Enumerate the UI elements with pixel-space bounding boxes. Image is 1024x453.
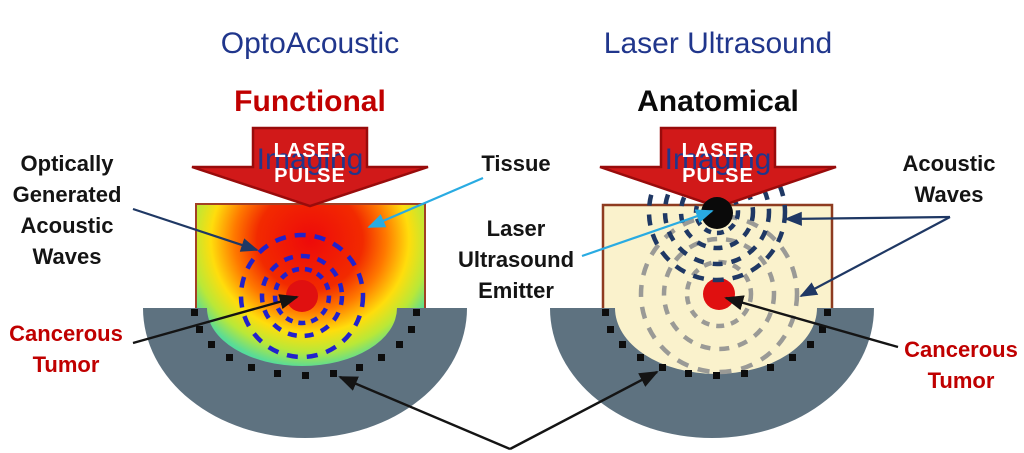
pointer-detectors-right	[509, 370, 659, 451]
detector-element	[659, 364, 666, 371]
pointer-acoustic-waves-lower	[799, 216, 951, 297]
pointer-optically-generated-waves	[132, 207, 259, 252]
title-left-line1: OptoAcoustic	[220, 27, 400, 60]
detector-element	[824, 309, 831, 316]
wavefront-circle	[272, 266, 332, 326]
laser-pulse-text-left: LASER PULSE	[273, 140, 347, 187]
detector-element	[685, 370, 692, 377]
detector-element	[356, 364, 363, 371]
laser-pulse-arrow-right	[599, 126, 837, 209]
title-right: Laser Ultrasound Anatomical Imaging	[604, 6, 832, 198]
detector-array-left	[191, 309, 420, 379]
laser-pulse-text-right: LASER PULSE	[681, 140, 755, 187]
title-left-line2: Functional	[234, 85, 386, 118]
label-optically-generated-acoustic-waves: Optically Generated Acoustic Waves	[12, 151, 122, 269]
cancerous-tumor-right	[703, 278, 735, 310]
detector-element	[396, 341, 403, 348]
detector-element	[637, 354, 644, 361]
detector-element	[226, 354, 233, 361]
detector-element	[330, 370, 337, 377]
detector-element	[191, 309, 198, 316]
detector-element	[248, 364, 255, 371]
detector-element	[819, 326, 826, 333]
detector-element	[767, 364, 774, 371]
detector-element	[713, 372, 720, 379]
laser-pulse-arrow-left	[191, 126, 429, 208]
pointer-tumor-left	[132, 294, 299, 345]
pointer-acoustic-waves-upper	[784, 211, 951, 226]
wavefront-circle	[661, 236, 777, 352]
title-right-line1: Laser Ultrasound	[603, 27, 833, 60]
pointer-tumor-right	[724, 295, 899, 349]
pointer-detectors-left	[338, 375, 511, 451]
detector-element	[607, 326, 614, 333]
detector-element	[274, 370, 281, 377]
detector-element	[602, 309, 609, 316]
label-tissue: Tissue	[481, 151, 551, 176]
detector-element	[413, 309, 420, 316]
optically-generated-wavefront-circles	[238, 232, 366, 360]
detector-element	[196, 326, 203, 333]
title-left: OptoAcoustic Functional Imaging	[221, 6, 399, 198]
detector-element	[807, 341, 814, 348]
wavefront-circle	[678, 173, 756, 251]
label-acoustic-waves: Acoustic Waves	[902, 151, 996, 207]
cancerous-tumor-left	[286, 280, 318, 312]
label-cancerous-tumor-right: Cancerous Tumor	[904, 337, 1018, 393]
detector-element	[378, 354, 385, 361]
detector-array-right	[602, 309, 831, 379]
wavefront-circle	[662, 157, 772, 267]
wavefront-circle	[238, 232, 366, 360]
detector-element	[302, 372, 309, 379]
detector-element	[408, 326, 415, 333]
detector-element	[619, 341, 626, 348]
wavefront-circle	[259, 253, 345, 339]
detector-element	[741, 370, 748, 377]
pointer-emitter	[581, 209, 714, 258]
title-right-line3: Imaging	[664, 143, 772, 176]
wavefront-circle	[638, 213, 800, 375]
detector-element	[789, 354, 796, 361]
pointer-tissue	[367, 176, 484, 229]
label-laser-ultrasound-emitter: Laser Ultrasound Emitter	[457, 216, 575, 303]
title-left-line3: Imaging	[256, 143, 364, 176]
detector-element	[208, 341, 215, 348]
title-right-line2: Anatomical	[637, 85, 799, 118]
label-cancerous-tumor-left: Cancerous Tumor	[9, 321, 123, 377]
